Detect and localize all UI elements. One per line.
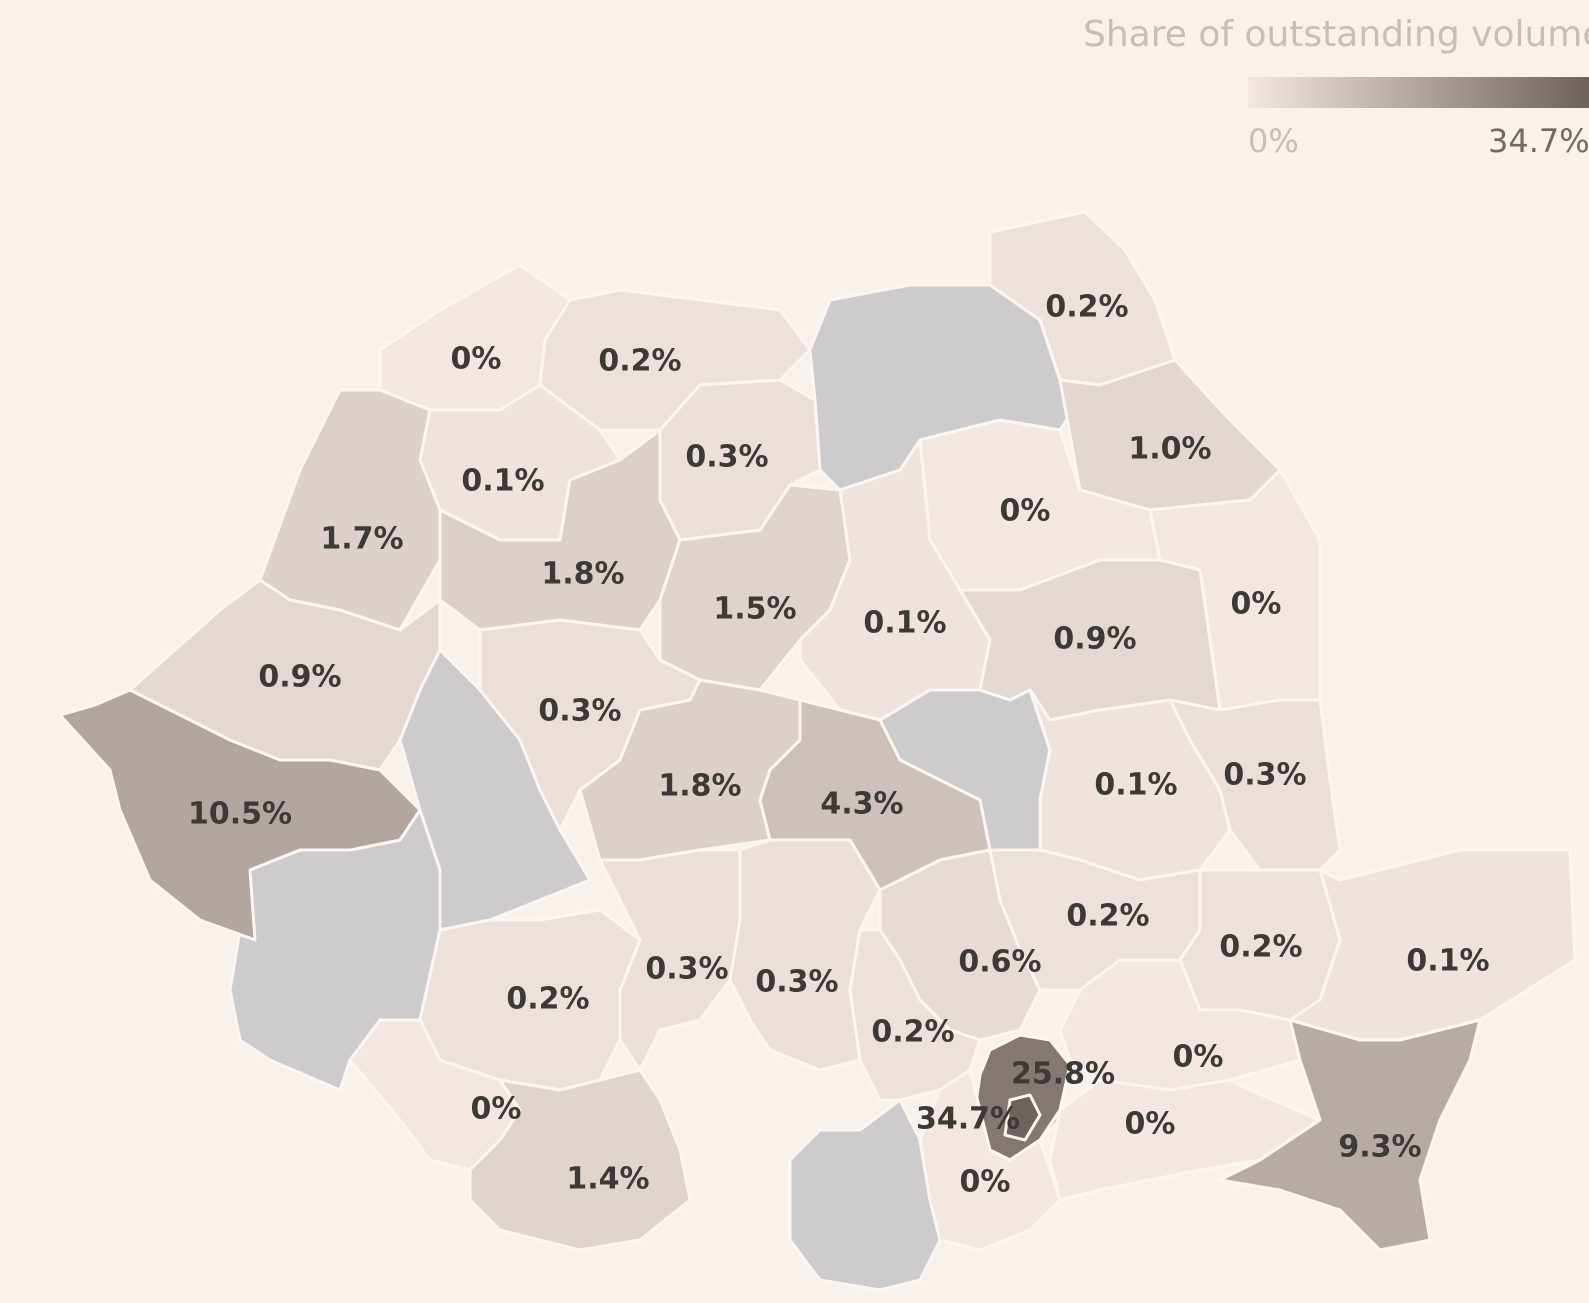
legend-max-label: 34.7% <box>1488 122 1589 160</box>
county-region <box>258 388 442 632</box>
county-value-label: 0.1% <box>863 606 946 641</box>
county-value-label: 0.2% <box>1045 290 1128 325</box>
county-region <box>1218 1018 1482 1252</box>
county-value-label: 0.1% <box>1406 944 1489 979</box>
county-value-label: 0.2% <box>506 982 589 1017</box>
county-value-label: 0.3% <box>685 440 768 475</box>
county-value-label: 0% <box>960 1165 1011 1200</box>
county-value-label: 9.3% <box>1338 1130 1421 1165</box>
county-value-label: 0% <box>471 1092 522 1127</box>
legend-title: Share of outstanding volume <box>1083 14 1589 55</box>
legend-min-label: 0% <box>1248 122 1299 160</box>
county-value-label: 0% <box>1231 587 1282 622</box>
county-value-label: 0.2% <box>598 344 681 379</box>
county-value-label: 0.3% <box>538 694 621 729</box>
county-value-label: 0.9% <box>1053 622 1136 657</box>
county-value-label: 1.5% <box>713 592 796 627</box>
county-value-label: 1.8% <box>541 557 624 592</box>
county-region <box>468 1068 692 1252</box>
county-value-label: 0% <box>1125 1107 1176 1142</box>
county-value-label: 0% <box>1173 1040 1224 1075</box>
county-regions <box>58 210 1577 1292</box>
county-value-label: 0.3% <box>645 952 728 987</box>
county-value-label: 4.3% <box>820 787 903 822</box>
county-value-label: 0.2% <box>1219 930 1302 965</box>
county-value-label: 0% <box>451 342 502 377</box>
county-value-label: 1.0% <box>1128 432 1211 467</box>
county-value-label: 0.9% <box>258 660 341 695</box>
county-region <box>1028 688 1232 882</box>
county-region <box>58 688 422 942</box>
county-value-label: 1.8% <box>658 769 741 804</box>
legend-color-scale <box>1248 77 1589 108</box>
county-region <box>1168 698 1342 872</box>
county-value-label: 0% <box>1000 494 1051 529</box>
county-value-label: 25.8% <box>1011 1057 1115 1092</box>
county-region <box>918 1068 1062 1252</box>
county-value-label: 10.5% <box>188 797 292 832</box>
county-value-label: 0.3% <box>755 965 838 1000</box>
county-value-label: 0.3% <box>1223 758 1306 793</box>
county-value-label: 0.2% <box>871 1015 954 1050</box>
county-value-label: 34.7% <box>916 1102 1020 1137</box>
county-labels: 0.2% 0% 0.2% 0.3% 1.0% 0.1% 0% 1.7% 1.8% 0% 1.5% 0.… <box>188 290 1490 1200</box>
county-value-label: 1.4% <box>566 1162 649 1197</box>
county-value-label: 0.6% <box>958 945 1041 980</box>
county-region <box>1003 1093 1042 1142</box>
county-value-label: 0.1% <box>1094 768 1177 803</box>
county-region <box>848 928 982 1102</box>
county-value-label: 0.1% <box>461 464 544 499</box>
county-value-label: 1.7% <box>320 522 403 557</box>
county-value-label: 0.2% <box>1066 899 1149 934</box>
